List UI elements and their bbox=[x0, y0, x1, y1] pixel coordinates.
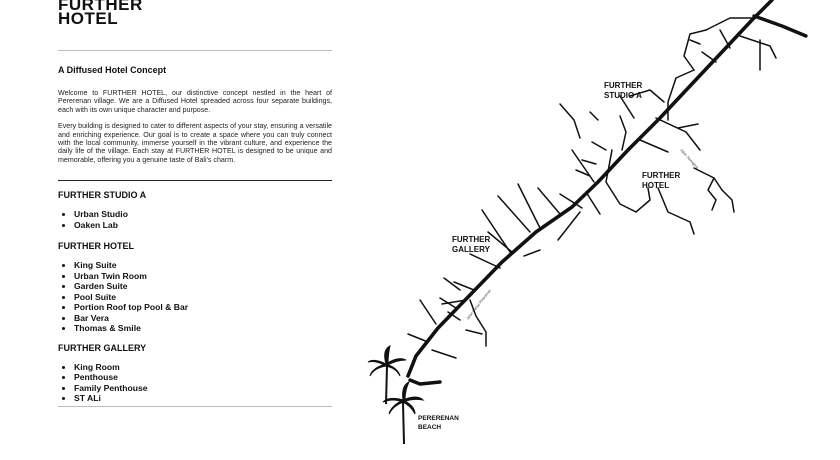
beach-label-line-2: BEACH bbox=[418, 424, 441, 431]
intro-paragraph-2: Every building is designed to cater to d… bbox=[58, 122, 332, 164]
section-title-studio-a: FURTHER STUDIO A bbox=[58, 190, 147, 201]
list-item: Family Penthouse bbox=[74, 383, 332, 394]
list-item: King Room bbox=[74, 362, 332, 373]
list-item: ST ALi bbox=[74, 393, 332, 404]
brand-line-2: HOTEL bbox=[58, 9, 119, 28]
list-item: Portion Roof top Pool & Bar bbox=[74, 302, 332, 313]
info-panel: FURTHER HOTEL A Diffused Hotel Concept W… bbox=[58, 0, 332, 407]
location-label-beach: PERERENAN BEACH bbox=[418, 415, 459, 431]
list-item: Penthouse bbox=[74, 372, 332, 383]
beach-label-line-1: PERERENAN bbox=[418, 415, 459, 422]
divider bbox=[58, 50, 332, 51]
palm-tree-icon bbox=[367, 345, 407, 405]
list-item: Garden Suite bbox=[74, 281, 332, 292]
divider bbox=[58, 405, 332, 407]
hotel-list: King Suite Urban Twin Room Garden Suite … bbox=[58, 260, 332, 334]
gallery-label-line-2: GALLERY bbox=[452, 245, 491, 254]
list-item: Thomas & Smile bbox=[74, 323, 332, 334]
side-street-label: Jalan Suwagina bbox=[679, 148, 699, 170]
section-title-hotel: FURTHER HOTEL bbox=[58, 241, 134, 252]
gallery-list: King Room Penthouse Family Penthouse ST … bbox=[58, 362, 332, 404]
main-road bbox=[406, 0, 774, 378]
list-item: Urban Twin Room bbox=[74, 271, 332, 282]
list-item: Bar Vera bbox=[74, 313, 332, 324]
divider bbox=[58, 180, 332, 182]
intro-title: A Diffused Hotel Concept bbox=[58, 65, 167, 75]
brand-line-1: FURTHER bbox=[58, 0, 143, 14]
palm-tree-icon bbox=[382, 380, 425, 445]
list-item: King Suite bbox=[74, 260, 332, 271]
location-label-studio-a: FURTHER STUDIO A bbox=[604, 81, 642, 100]
location-label-hotel: FURTHER HOTEL bbox=[642, 171, 680, 190]
minor-roads bbox=[407, 17, 777, 359]
list-item: Oaken Lab bbox=[74, 220, 332, 231]
list-item: Pool Suite bbox=[74, 292, 332, 303]
top-branch-road bbox=[752, 14, 808, 38]
gallery-label-line-1: FURTHER bbox=[452, 235, 490, 244]
list-item: Urban Studio bbox=[74, 209, 332, 220]
studio-a-list: Urban Studio Oaken Lab bbox=[58, 209, 332, 230]
hotel-label-line-2: HOTEL bbox=[642, 181, 669, 190]
brand-logo: FURTHER HOTEL bbox=[58, 0, 332, 28]
intro-paragraph-1: Welcome to FURTHER HOTEL, our distinctiv… bbox=[58, 89, 332, 114]
location-label-gallery: FURTHER GALLERY bbox=[452, 235, 491, 254]
studio-a-label-line-1: FURTHER bbox=[604, 81, 642, 90]
studio-a-label-line-2: STUDIO A bbox=[604, 91, 642, 100]
map-roads bbox=[406, 0, 808, 386]
hotel-label-line-1: FURTHER bbox=[642, 171, 680, 180]
section-title-gallery: FURTHER GALLERY bbox=[58, 342, 147, 353]
main-road-spur bbox=[408, 378, 442, 386]
